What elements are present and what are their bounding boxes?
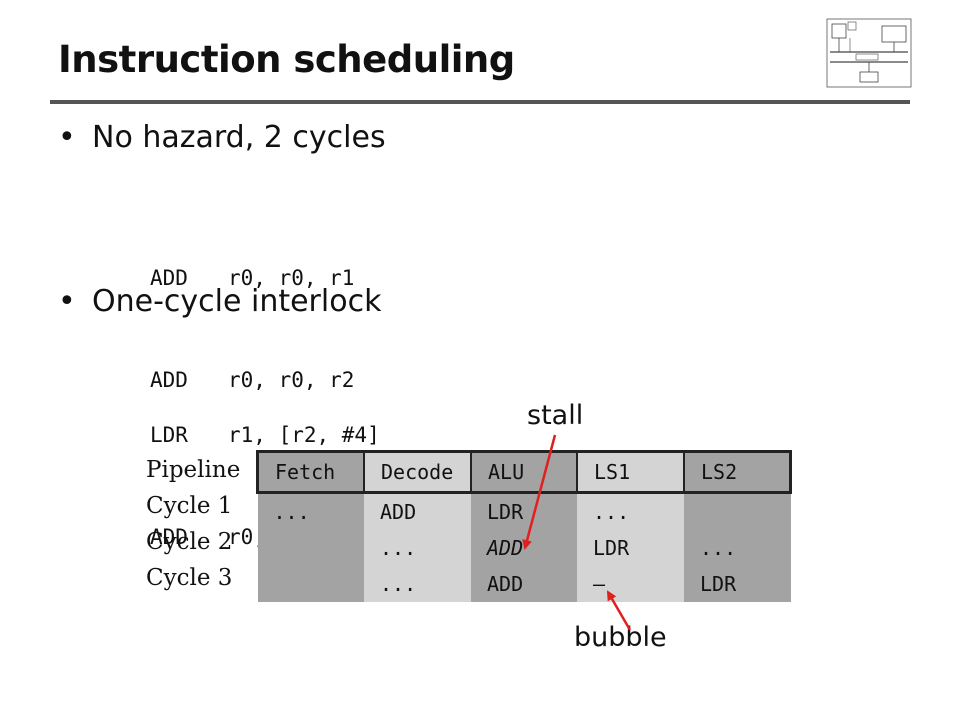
header-fetch: Fetch bbox=[256, 450, 364, 494]
table-cell: ... bbox=[684, 530, 791, 566]
slide-title: Instruction scheduling bbox=[58, 38, 515, 81]
table-cell bbox=[684, 492, 791, 530]
bullet-glyph: • bbox=[58, 284, 76, 319]
table-cell: ... bbox=[257, 492, 364, 530]
row-label-cycle-1: Cycle 1 bbox=[146, 493, 233, 519]
stalled-cell: ADD bbox=[471, 530, 577, 566]
table-cell: ... bbox=[364, 530, 471, 566]
code-op: LDR bbox=[150, 423, 188, 447]
bullet-item: • One-cycle interlock bbox=[58, 284, 381, 319]
code-line: ADD r0, r0, r2 bbox=[150, 363, 354, 397]
table-row: ... ADD LDR ... bbox=[257, 492, 791, 530]
table-cell: LDR bbox=[684, 566, 791, 602]
code-args: r0, r0, r2 bbox=[228, 368, 355, 392]
bullet-text: One-cycle interlock bbox=[92, 284, 382, 319]
row-label-cycle-2: Cycle 2 bbox=[146, 529, 233, 555]
bullet-item: • No hazard, 2 cycles bbox=[58, 120, 386, 155]
title-divider bbox=[50, 100, 910, 104]
bullet-glyph: • bbox=[58, 120, 76, 155]
header-decode: Decode bbox=[363, 450, 471, 494]
code-args: r0, r0, r1 bbox=[228, 266, 355, 290]
table-header-row: Fetch Decode ALU LS1 LS2 bbox=[256, 450, 792, 494]
pipeline-row-labels: Pipeline Cycle 1 Cycle 2 Cycle 3 bbox=[146, 452, 240, 596]
architecture-diagram-icon bbox=[826, 18, 912, 88]
bullet-text: No hazard, 2 cycles bbox=[92, 120, 386, 155]
table-cell: ADD bbox=[471, 566, 577, 602]
code-line: LDR r1, [r2, #4] bbox=[150, 418, 380, 452]
table-cell bbox=[257, 566, 364, 602]
pipeline-table: Fetch Decode ALU LS1 LS2 ... ADD LDR ...… bbox=[256, 450, 792, 602]
bubble-cell: — bbox=[577, 566, 684, 602]
header-ls1: LS1 bbox=[576, 450, 684, 494]
code-op: ADD bbox=[150, 525, 188, 549]
code-line: ADD r0, r0, r1 bbox=[150, 261, 354, 295]
table-row: ... ADD LDR ... bbox=[257, 530, 791, 566]
table-cell: LDR bbox=[471, 492, 577, 530]
stall-label: stall bbox=[527, 400, 584, 431]
table-cell: LDR bbox=[577, 530, 684, 566]
code-op: ADD bbox=[150, 368, 188, 392]
code-block: ADD r0, r0, r1 ADD r0, r0, r2 bbox=[150, 193, 354, 431]
bubble-label: bubble bbox=[574, 622, 667, 653]
table-cell bbox=[257, 530, 364, 566]
row-label-cycle-3: Cycle 3 bbox=[146, 565, 233, 591]
code-args: r1, [r2, #4] bbox=[228, 423, 380, 447]
table-cell: ... bbox=[364, 566, 471, 602]
table-cell: ADD bbox=[364, 492, 471, 530]
table-cell: ... bbox=[577, 492, 684, 530]
table-row: ... ADD — LDR bbox=[257, 566, 791, 602]
header-ls2: LS2 bbox=[683, 450, 792, 494]
code-op: ADD bbox=[150, 266, 188, 290]
header-alu: ALU bbox=[470, 450, 577, 494]
row-label-pipeline: Pipeline bbox=[146, 457, 241, 483]
